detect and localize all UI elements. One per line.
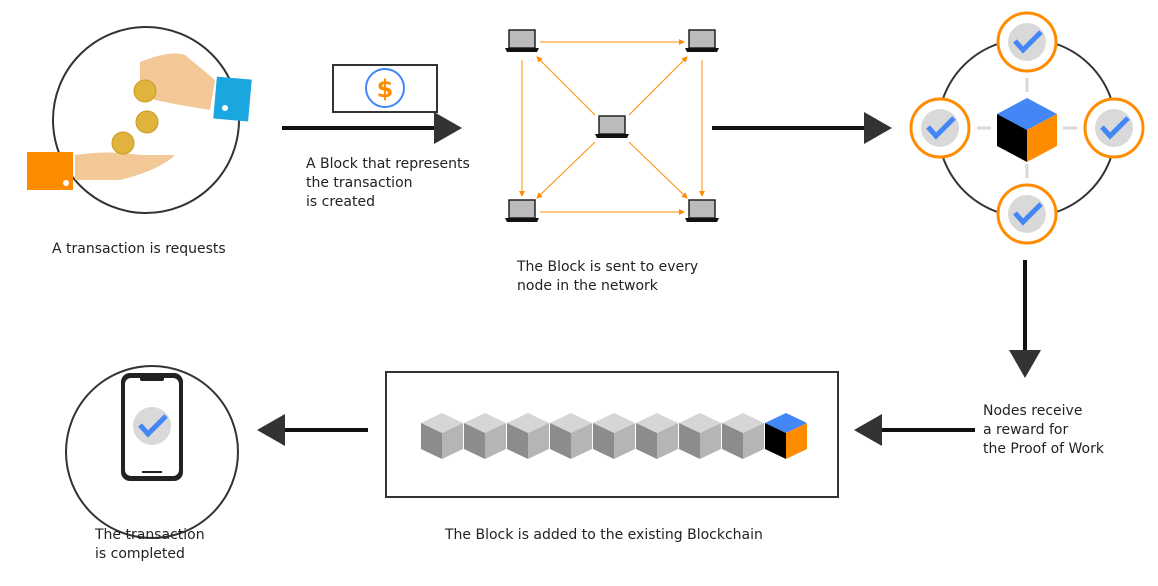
step5-label: The Block is added to the existing Block… — [445, 527, 763, 543]
blockchain-icon — [385, 371, 839, 498]
validation-nodes-icon — [909, 11, 1145, 245]
phone-check-icon — [65, 365, 239, 539]
chain-block — [593, 413, 635, 459]
chain-block — [636, 413, 678, 459]
chain-block — [464, 413, 506, 459]
dollar-block-icon — [332, 64, 438, 113]
chain-block — [421, 413, 463, 459]
chain-block — [507, 413, 549, 459]
chain-block — [722, 413, 764, 459]
step1-label: A transaction is requests — [52, 241, 226, 257]
laptop-network-icon — [504, 29, 720, 223]
chain-block — [550, 413, 592, 459]
chain-block — [679, 413, 721, 459]
dollar-symbol: $ — [377, 75, 394, 103]
hands-coins-icon — [27, 26, 252, 214]
new-block — [765, 413, 807, 459]
